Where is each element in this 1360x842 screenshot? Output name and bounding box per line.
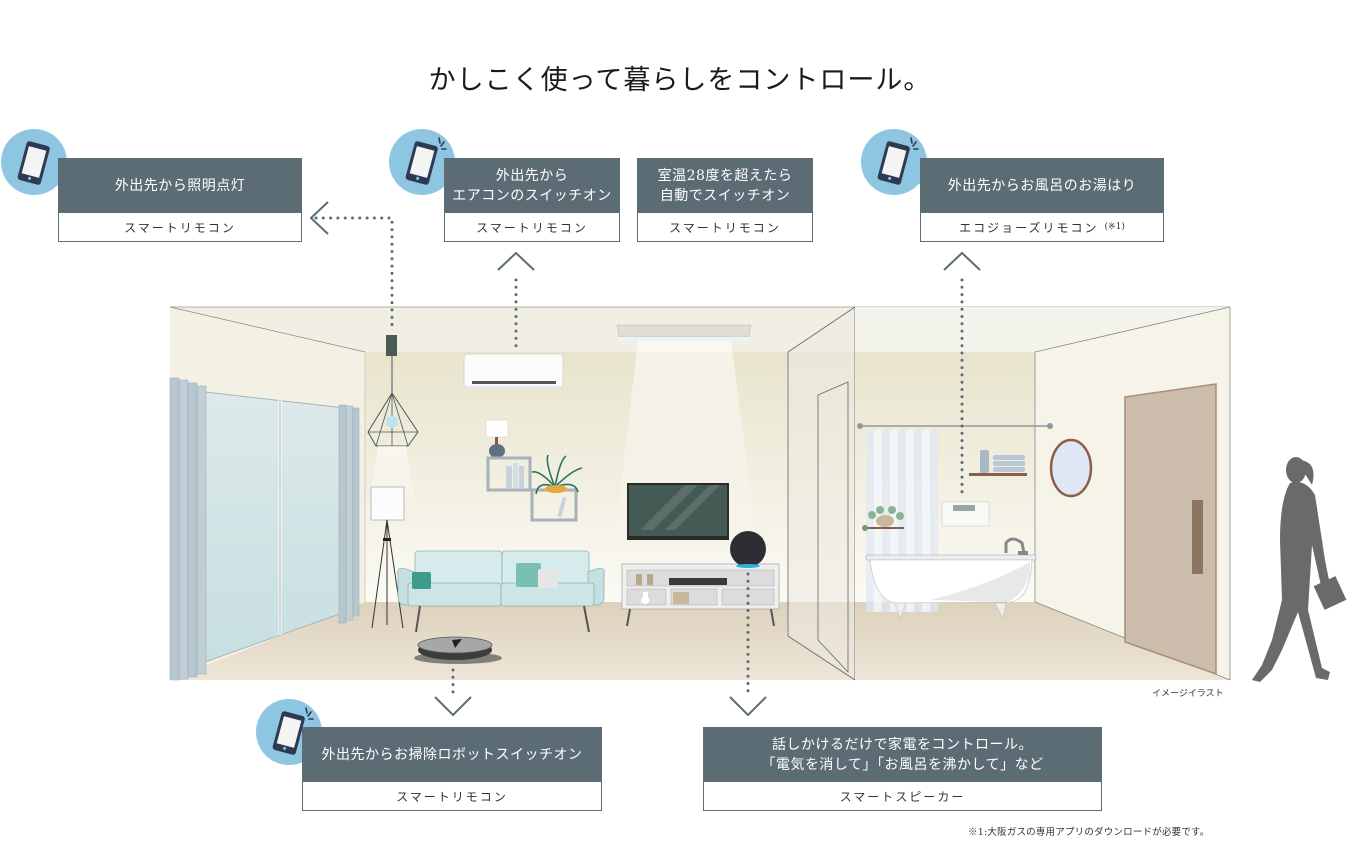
card-device: スマートリモコン (124, 220, 236, 235)
card-lighting: 外出先から照明点灯 スマートリモコン (58, 158, 302, 242)
robot-vacuum (414, 636, 502, 664)
curtain-left (169, 377, 207, 681)
bathroom (855, 306, 1231, 681)
page-title: かしこく使って暮らしをコントロール。 (428, 65, 932, 96)
curtain-right (338, 404, 360, 624)
card-title: 話しかけるだけで家電をコントロール。 「電気を消して」「お風呂を沸かして」など (704, 728, 1101, 782)
air-conditioner (463, 353, 564, 389)
walking-woman (1252, 457, 1347, 682)
arrow-down-icon (729, 696, 767, 717)
living-room (169, 306, 1230, 681)
card-title: 外出先から照明点灯 (59, 159, 301, 213)
bath-remote (941, 501, 990, 527)
card-title: 外出先からお掃除ロボットスイッチオン (303, 728, 601, 782)
card-device: スマートリモコン (396, 789, 508, 804)
arrow-left-icon (309, 201, 329, 235)
card-title: 外出先からお風呂のお湯はり (921, 159, 1163, 213)
smart-speaker (730, 531, 766, 568)
card-device: スマートリモコン (476, 220, 588, 235)
card-bath: 外出先からお風呂のお湯はり エコジョーズリモコン (※1) (920, 158, 1164, 242)
tv-stand (621, 563, 780, 627)
connector-lines (314, 216, 964, 698)
arrow-up-icon (497, 251, 535, 271)
arrow-up-icon (943, 251, 981, 271)
smartphone-icon (1, 129, 72, 195)
card-device: スマートスピーカー (839, 789, 966, 804)
wall-shelves (485, 419, 583, 522)
partition (787, 306, 856, 681)
card-robot: 外出先からお掃除ロボットスイッチオン スマートリモコン (302, 727, 602, 811)
arrows (309, 201, 981, 717)
card-temperature: 室温28度を超えたら 自動でスイッチオン スマートリモコン (637, 158, 813, 242)
bathtub (865, 537, 1037, 619)
device-footnote-mark: (※1) (1104, 222, 1125, 232)
card-device: スマートリモコン (669, 220, 781, 235)
image-caption: イメージイラスト (1152, 689, 1224, 699)
bath-plant (862, 506, 904, 531)
floor-lamp (370, 486, 405, 629)
card-device: エコジョーズリモコン (※1) (959, 220, 1125, 235)
arrow-down-icon (434, 696, 472, 717)
tv (627, 483, 729, 540)
mirror (1049, 438, 1093, 498)
footnote: ※1:大阪ガスの専用アプリのダウンロードが必要です。 (968, 827, 1210, 838)
card-speaker: 話しかけるだけで家電をコントロール。 「電気を消して」「お風呂を沸かして」など … (703, 727, 1102, 811)
towel-shelf (969, 450, 1027, 476)
card-aircon: 外出先から エアコンのスイッチオン スマートリモコン (444, 158, 620, 242)
card-title: 外出先から エアコンのスイッチオン (445, 159, 619, 213)
sofa (397, 550, 605, 633)
door (1124, 383, 1217, 676)
card-title: 室温28度を超えたら 自動でスイッチオン (638, 159, 812, 213)
